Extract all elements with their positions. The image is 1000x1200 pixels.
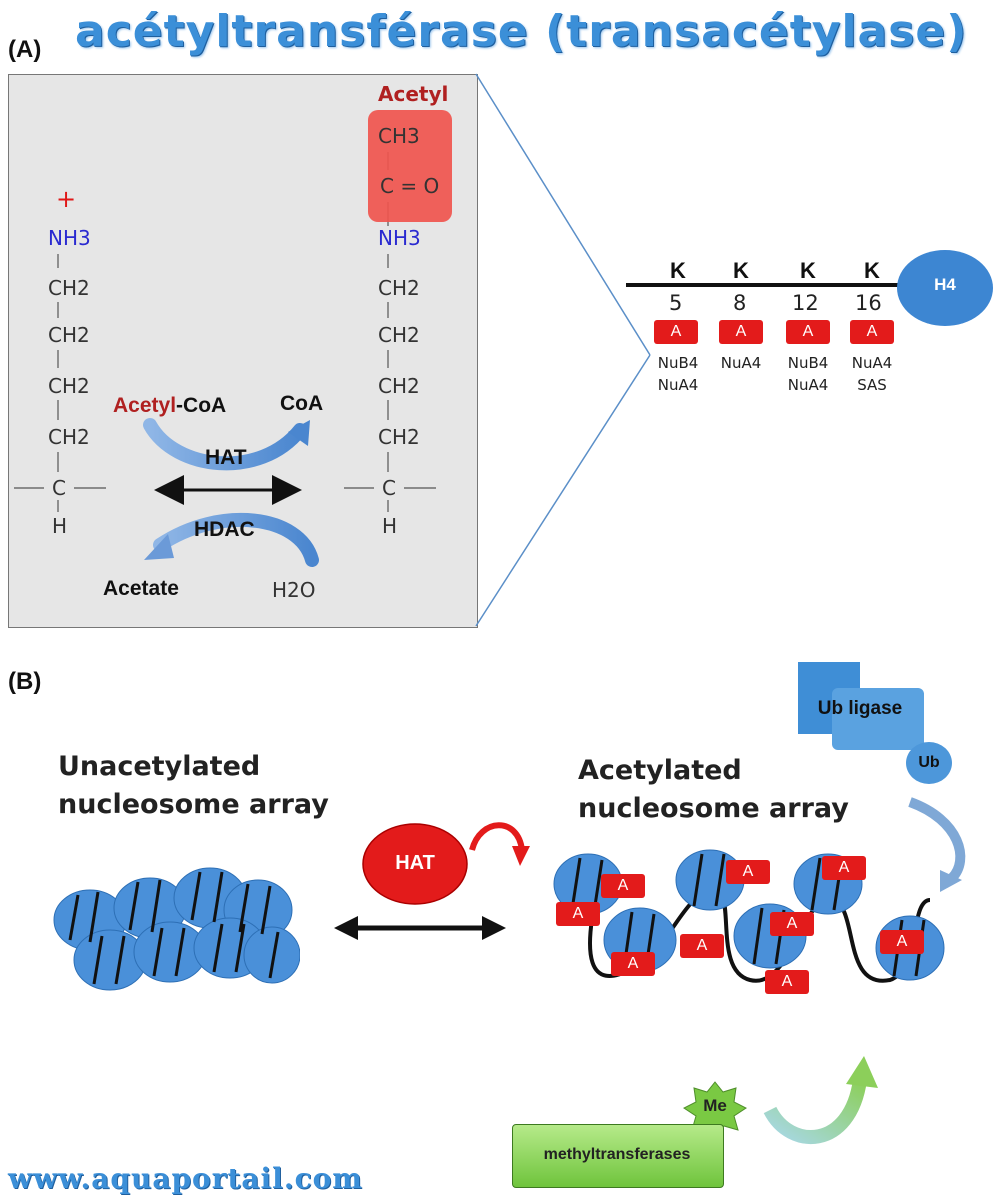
ub-label: Ub: [906, 742, 952, 784]
acetyl-mark: A: [850, 320, 894, 344]
positive-charge: +: [56, 185, 77, 213]
acetyl-mark: A: [611, 952, 655, 976]
right-ch2-2: CH2: [378, 323, 420, 347]
acetyl-mark: A: [719, 320, 763, 344]
acetyl-mark: A: [822, 856, 866, 880]
carbonyl: C = O: [380, 174, 440, 198]
ub-arrow: [908, 797, 966, 892]
site-number: 16: [855, 291, 882, 315]
left-h: H: [52, 514, 68, 538]
left-nh3: NH3: [48, 226, 91, 250]
site-residue: K: [864, 258, 880, 283]
unacetylated-array: [53, 867, 300, 991]
reaction-arrows: [143, 418, 319, 567]
site-number: 8: [733, 291, 747, 315]
methyltransferases-label: methyltransferases: [543, 1146, 691, 1163]
right-h: H: [382, 514, 398, 538]
hdac-label: HDAC: [194, 518, 255, 541]
acetyl-mark: A: [680, 934, 724, 958]
me-label: Me: [703, 1096, 727, 1115]
coa-label: CoA: [280, 392, 324, 415]
acetyl-group-box: [368, 110, 452, 222]
footer-watermark: www.aquaportail.com: [8, 1162, 363, 1195]
acetyl-coa-label: Acetyl-CoA: [113, 394, 227, 417]
methyl-arrow: [763, 1056, 878, 1144]
acetyl-label: Acetyl: [378, 82, 449, 106]
acetyl-mark: A: [726, 860, 770, 884]
site-number: 12: [792, 291, 819, 315]
panel-b-label: (B): [8, 668, 42, 695]
panel-a-label: (A): [8, 36, 42, 63]
acetyl-mark: A: [786, 320, 830, 344]
acetate-label: Acetate: [103, 577, 179, 600]
acetyl-mark: A: [556, 902, 600, 926]
right-ch2-3: CH2: [378, 374, 420, 398]
acetyl-mark: A: [601, 874, 645, 898]
ub-ligase-label: Ub ligase: [817, 698, 903, 719]
right-nh3: NH3: [378, 226, 421, 250]
methyltransferases-box: [512, 1124, 724, 1188]
right-ch2-4: CH2: [378, 425, 420, 449]
acetyl-mark: A: [880, 930, 924, 954]
water-label: H2O: [272, 578, 316, 602]
site-residue: K: [670, 258, 686, 283]
right-alpha-c: C: [382, 476, 396, 500]
left-ch2-3: CH2: [48, 374, 90, 398]
ch3: CH3: [378, 124, 420, 148]
acetyl-mark: A: [765, 970, 809, 994]
left-ch2-2: CH2: [48, 323, 90, 347]
left-alpha-c: C: [52, 476, 66, 500]
site-residue: K: [733, 258, 749, 283]
h4-label: H4: [934, 275, 956, 294]
site-residue: K: [800, 258, 816, 283]
equilibrium-arrow: [334, 916, 506, 940]
site-enzymes: NuA4: [720, 354, 762, 372]
acetyl-mark: A: [770, 912, 814, 936]
hat-label: HAT: [205, 446, 247, 469]
hat-text: HAT: [395, 852, 435, 874]
left-ch2-1: CH2: [48, 276, 90, 300]
site-number: 5: [669, 291, 683, 315]
page-title: acétyltransférase (transacétylase): [75, 6, 968, 57]
ub-ligase-shape: [832, 688, 924, 750]
right-ch2-1: CH2: [378, 276, 420, 300]
hat-enzyme: [362, 822, 530, 905]
h4-tail-line: [626, 250, 993, 326]
left-ch2-4: CH2: [48, 425, 90, 449]
acetyl-mark: A: [654, 320, 698, 344]
